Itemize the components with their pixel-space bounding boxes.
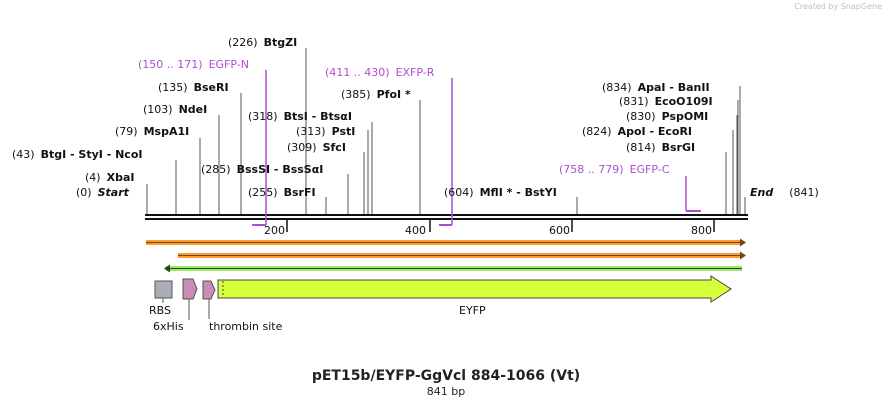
- site-btsi[interactable]: (318)BtsI - BtsαI: [248, 110, 352, 123]
- snapgene-watermark: Created by SnapGene: [794, 2, 882, 11]
- primer-label-egfp-c[interactable]: (758 .. 779)EGFP-C: [559, 163, 670, 176]
- tick-600: 600: [549, 219, 573, 237]
- eyfp-label: EYFP: [459, 304, 486, 317]
- his-tag-feature[interactable]: [182, 278, 198, 300]
- tick-label-800: 800: [691, 224, 712, 237]
- site-start[interactable]: (0)Start: [76, 186, 130, 199]
- site-ndei[interactable]: (103)NdeI: [143, 103, 207, 116]
- site-bsrgi[interactable]: (814)BsrGI: [626, 141, 695, 154]
- site-xbai[interactable]: (4)XbaI: [85, 171, 134, 184]
- site-ecoo109i[interactable]: (831)EcoO109I: [619, 95, 713, 108]
- tick-label-200: 200: [264, 224, 285, 237]
- primer-egfp-n[interactable]: [252, 70, 267, 226]
- site-bsrfi[interactable]: (255)BsrFI: [248, 186, 316, 199]
- site-mfli-bstyi[interactable]: (604)MflI * - BstYI: [444, 186, 557, 199]
- tick-label-600: 600: [549, 224, 570, 237]
- map-length: 841 bp: [426, 385, 466, 398]
- primer-egfp-c[interactable]: [685, 176, 701, 212]
- site-sfci[interactable]: (309)SfcI: [287, 141, 346, 154]
- tick-label-400: 400: [405, 224, 426, 237]
- site-btgzi[interactable]: (226)BtgZI: [228, 36, 297, 49]
- primer-label-exfp-r[interactable]: (411 .. 430)EXFP-R: [325, 66, 435, 79]
- site-bsssi[interactable]: (285)BssSI - BssSαI: [201, 163, 323, 176]
- rbs-label: RBS: [149, 304, 171, 317]
- site-lines: [146, 48, 746, 214]
- map-title: pET15b/EYFP-GgVcl 884-1066 (Vt): [311, 368, 581, 384]
- primer-exfp-r[interactable]: [439, 78, 453, 226]
- site-apai-banii[interactable]: (834)ApaI - BanII: [602, 81, 710, 94]
- orf-forward-1[interactable]: [146, 238, 746, 247]
- rbs-feature[interactable]: [154, 280, 173, 299]
- site-pfoi[interactable]: (385)PfoI *: [341, 88, 411, 101]
- his-label: 6xHis: [153, 320, 184, 333]
- tick-200: 200: [264, 219, 288, 237]
- site-apoi-ecori[interactable]: (824)ApoI - EcoRI: [582, 125, 692, 138]
- site-pspomi[interactable]: (830)PspOMI: [626, 110, 708, 123]
- site-btgi-styi-ncoi[interactable]: (43)BtgI - StyI - NcoI: [12, 148, 142, 161]
- eyfp-feature[interactable]: [217, 275, 732, 303]
- tick-800: 800: [691, 219, 715, 237]
- thrombin-label: thrombin site: [209, 320, 283, 333]
- orf-forward-2[interactable]: [178, 251, 746, 260]
- site-end[interactable]: End(841): [750, 186, 819, 199]
- thrombin-site-feature[interactable]: [202, 280, 216, 300]
- sequence-backbone: [145, 214, 748, 220]
- site-mspa1i[interactable]: (79)MspA1I: [115, 125, 189, 138]
- tick-400: 400: [405, 219, 431, 237]
- site-psti[interactable]: (313)PstI: [296, 125, 355, 138]
- primer-label-egfp-n[interactable]: (150 .. 171)EGFP-N: [138, 58, 249, 71]
- orf-reverse[interactable]: [164, 264, 742, 273]
- site-bseri[interactable]: (135)BseRI: [158, 81, 229, 94]
